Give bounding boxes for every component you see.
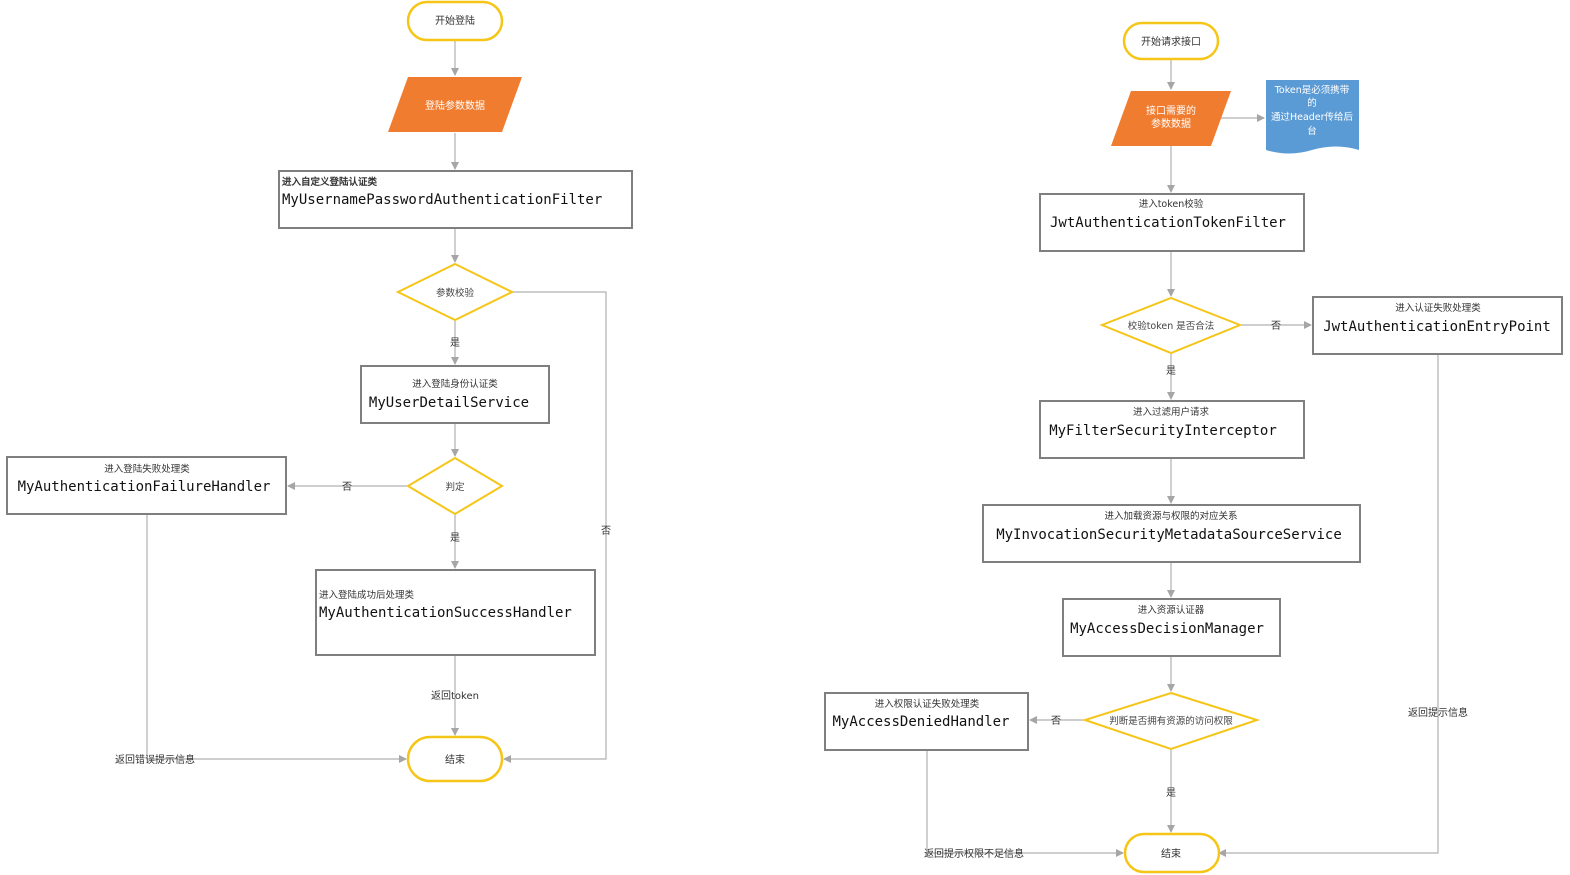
left-end-terminal: 结束 [406,735,504,783]
right-flow: 开始请求接口 接口需要的 参数数据 Token是必须携带 的 通过Header传… [824,21,1563,874]
left-yes-label-2: 是 [450,532,460,544]
conn-r-entry-end [1218,355,1439,857]
left-return-error-label: 返回错误提示信息 [115,753,195,766]
right-decision-class: MyAccessDecisionManager [1070,621,1264,637]
right-denied-title: 进入权限认证失败处理类 [875,698,980,710]
left-yes-label-1: 是 [450,337,460,349]
left-end-label: 结束 [445,753,465,766]
left-flow: 开始登陆 登陆参数数据 进入自定义登陆认证类 MyUsernamePasswor… [6,0,633,783]
left-service-class: MyUserDetailService [369,395,529,411]
right-connectors [926,59,1439,857]
right-yes-label-1: 是 [1166,365,1176,377]
left-success-class: MyAuthenticationSuccessHandler [319,605,572,621]
left-judge-label: 判定 [445,481,465,493]
right-input-label-2: 参数数据 [1151,117,1191,130]
left-filter-class: MyUsernamePasswordAuthenticationFilter [282,192,602,208]
right-return-hint-label: 返回提示信息 [1408,706,1468,719]
left-no-label-params: 否 [601,525,611,537]
right-input-data: 接口需要的 参数数据 [1111,91,1231,146]
right-denied-process: 进入权限认证失败处理类 MyAccessDeniedHandler [824,692,1029,751]
left-service-process: 进入登陆身份认证类 MyUserDetailService [360,365,550,424]
right-denied-class: MyAccessDeniedHandler [832,714,1009,730]
right-input-label-1: 接口需要的 [1146,104,1196,117]
right-jwt-filter-process: 进入token校验 JwtAuthenticationTokenFilter [1039,193,1305,252]
right-interceptor-title: 进入过滤用户请求 [1133,406,1210,418]
right-token-note: Token是必须携带 的 通过Header传给后 台 [1266,80,1359,154]
left-return-token-label: 返回token [431,690,479,702]
right-entry-point-process: 进入认证失败处理类 JwtAuthenticationEntryPoint [1312,296,1563,355]
right-metadata-class: MyInvocationSecurityMetadataSourceServic… [996,527,1342,543]
right-entry-class: JwtAuthenticationEntryPoint [1323,319,1551,335]
right-no-label-access: 否 [1051,715,1061,727]
right-end-label: 结束 [1161,847,1181,860]
left-failure-title: 进入登陆失败处理类 [104,463,190,475]
right-check-access-decision: 判断是否拥有资源的访问权限 [1081,691,1261,751]
left-success-title: 进入登陆成功后处理类 [319,589,415,601]
left-input-label: 登陆参数数据 [425,99,485,112]
left-connectors [146,40,607,763]
conn-r-denied-end [926,750,1124,857]
right-interceptor-class: MyFilterSecurityInterceptor [1049,423,1277,439]
left-no-label-judge: 否 [342,481,352,493]
right-jwt-filter-title: 进入token校验 [1139,198,1204,210]
right-decision-title: 进入资源认证器 [1138,604,1205,616]
right-note-line-2: 的 [1307,97,1317,109]
left-input-data: 登陆参数数据 [388,77,522,132]
left-service-title: 进入登陆身份认证类 [412,378,498,390]
left-judge-decision: 判定 [406,456,504,516]
right-no-label-token: 否 [1271,320,1281,332]
right-entry-title: 进入认证失败处理类 [1395,302,1481,314]
right-decision-manager-process: 进入资源认证器 MyAccessDecisionManager [1062,598,1281,657]
left-failure-process: 进入登陆失败处理类 MyAuthenticationFailureHandler [6,456,287,515]
left-filter-process: 进入自定义登陆认证类 MyUsernamePasswordAuthenticat… [278,170,633,229]
right-jwt-filter-class: JwtAuthenticationTokenFilter [1050,215,1286,231]
right-interceptor-process: 进入过滤用户请求 MyFilterSecurityInterceptor [1039,400,1305,459]
right-start-label: 开始请求接口 [1141,35,1201,48]
right-check-token-label: 校验token 是否合法 [1128,320,1215,332]
left-check-params-label: 参数校验 [436,287,475,299]
left-success-process: 进入登陆成功后处理类 MyAuthenticationSuccessHandle… [315,569,596,656]
conn-check-no-end [503,291,607,763]
right-note-line-3: 通过Header传给后 [1271,111,1354,123]
left-start-terminal: 开始登陆 [406,0,504,42]
conn-failure-end [146,515,407,763]
right-start-terminal: 开始请求接口 [1122,21,1220,61]
right-note-line-1: Token是必须携带 [1274,84,1350,96]
left-check-params-decision: 参数校验 [395,262,515,322]
right-metadata-title: 进入加载资源与权限的对应关系 [1104,510,1237,522]
right-return-no-perm-label: 返回提示权限不足信息 [924,847,1024,860]
right-check-token-decision: 校验token 是否合法 [1099,296,1243,355]
left-start-label: 开始登陆 [435,14,475,27]
right-yes-label-2: 是 [1166,787,1176,799]
left-filter-title: 进入自定义登陆认证类 [282,176,378,188]
right-metadata-process: 进入加载资源与权限的对应关系 MyInvocationSecurityMetad… [982,504,1361,563]
left-failure-class: MyAuthenticationFailureHandler [18,479,271,495]
right-end-terminal: 结束 [1123,832,1221,874]
right-check-access-label: 判断是否拥有资源的访问权限 [1109,715,1233,727]
right-note-line-4: 台 [1307,125,1317,137]
